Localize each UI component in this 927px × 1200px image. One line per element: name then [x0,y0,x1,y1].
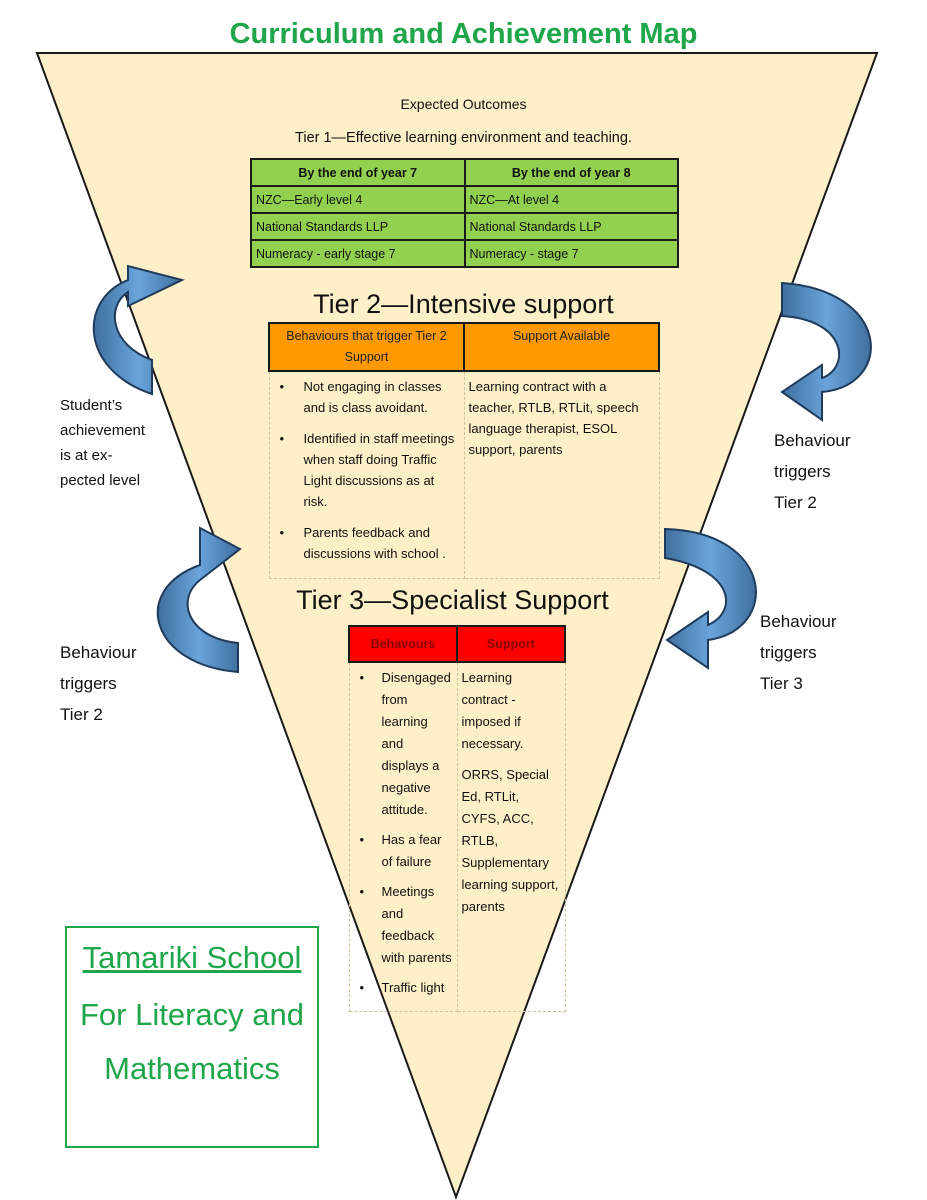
tier2-col-behaviours: Behaviours that trigger Tier 2 Support [268,322,465,372]
tier3-col-behaviours: Behavours [348,625,458,663]
side-label-line: is at ex- [60,447,113,464]
funnel-triangle [35,52,879,1200]
side-label-line: triggers [760,643,817,662]
tier3-col-support: Support [456,625,566,663]
side-label-line: Tier 2 [774,493,817,512]
side-label-line: Behaviour [774,431,851,450]
school-subtitle-line: Mathematics [104,1051,280,1086]
diagram-title: Curriculum and Achievement Map [229,18,698,50]
school-subtitle: For Literacy and Mathematics [67,988,317,1096]
tier3-support-text: Learning contract - imposed if necessary… [461,670,524,751]
tier2-support-cell: Learning contract with a teacher, RTLB, … [463,370,660,579]
tier1-table: By the end of year 7 By the end of year … [250,158,679,268]
list-item: Traffic light [354,977,453,999]
side-label-left-bottom: Behaviour triggers Tier 2 [60,637,180,730]
side-label-right-bottom: Behaviour triggers Tier 3 [760,606,880,699]
tier3-behaviour-list: Disengaged from learning and displays a … [354,667,453,999]
side-label-line: pected level [60,472,141,489]
side-label-line: triggers [60,674,117,693]
school-name: Tamariki School [82,940,302,975]
side-label-line: Tier 3 [760,674,803,693]
list-item: Not engaging in classes and is class avo… [274,376,460,418]
tier2-col-support: Support Available [463,322,660,372]
expected-outcomes-label: Expected Outcomes [400,96,527,112]
school-subtitle-line: For Literacy and [80,997,304,1032]
tier2-behaviour-list: Not engaging in classes and is class avo… [274,376,460,564]
tier3-table: Behavours Support Disengaged from learni… [348,625,566,1012]
side-label-line: triggers [774,462,831,481]
tier1-cell: Numeracy - stage 7 [463,239,679,268]
tier1-heading: Tier 1—Effective learning environment an… [295,130,632,146]
side-label-line: Behaviour [760,612,837,631]
tier1-cell: NZC—Early level 4 [250,185,466,214]
tier3-behaviours-cell: Disengaged from learning and displays a … [348,661,458,1012]
list-item: Disengaged from learning and displays a … [354,667,453,821]
tier1-cell: National Standards LLP [463,212,679,241]
side-label-line: achievement [60,422,146,439]
list-item: Meetings and feedback with parents [354,881,453,969]
curved-arrow-left-top [92,264,185,396]
tier2-table: Behaviours that trigger Tier 2 Support S… [268,322,660,579]
side-label-line: Tier 2 [60,705,103,724]
curved-arrow-left-bottom [156,526,242,674]
tier3-heading: Tier 3—Specialist Support [296,585,609,615]
tier3-support-cell: Learning contract - imposed if necessary… [456,661,566,1012]
list-item: Has a fear of failure [354,829,453,873]
tier1-cell: Numeracy - early stage 7 [250,239,466,268]
tier1-cell: NZC—At level 4 [463,185,679,214]
side-label-right-top: Behaviour triggers Tier 2 [774,425,894,518]
tier2-behaviours-cell: Not engaging in classes and is class avo… [268,370,465,579]
tier3-support-text: ORRS, Special Ed, RTLit, CYFS, ACC, RTLB… [461,767,559,914]
curved-arrow-right-bottom [664,527,757,670]
side-label-line: Student’s [60,397,123,414]
tier1-col-year8: By the end of year 8 [463,158,679,187]
school-box: Tamariki School For Literacy and Mathema… [65,926,319,1148]
list-item: Identified in staff meetings when staff … [274,428,460,512]
side-label-left-top: Student’s achievement is at ex- pected l… [60,393,180,493]
tier1-cell: National Standards LLP [250,212,466,241]
tier2-heading: Tier 2—Intensive support [313,289,614,319]
curved-arrow-right-top [780,281,872,422]
tier1-col-year7: By the end of year 7 [250,158,466,187]
list-item: Parents feedback and discussions with sc… [274,522,460,564]
side-label-line: Behaviour [60,643,137,662]
